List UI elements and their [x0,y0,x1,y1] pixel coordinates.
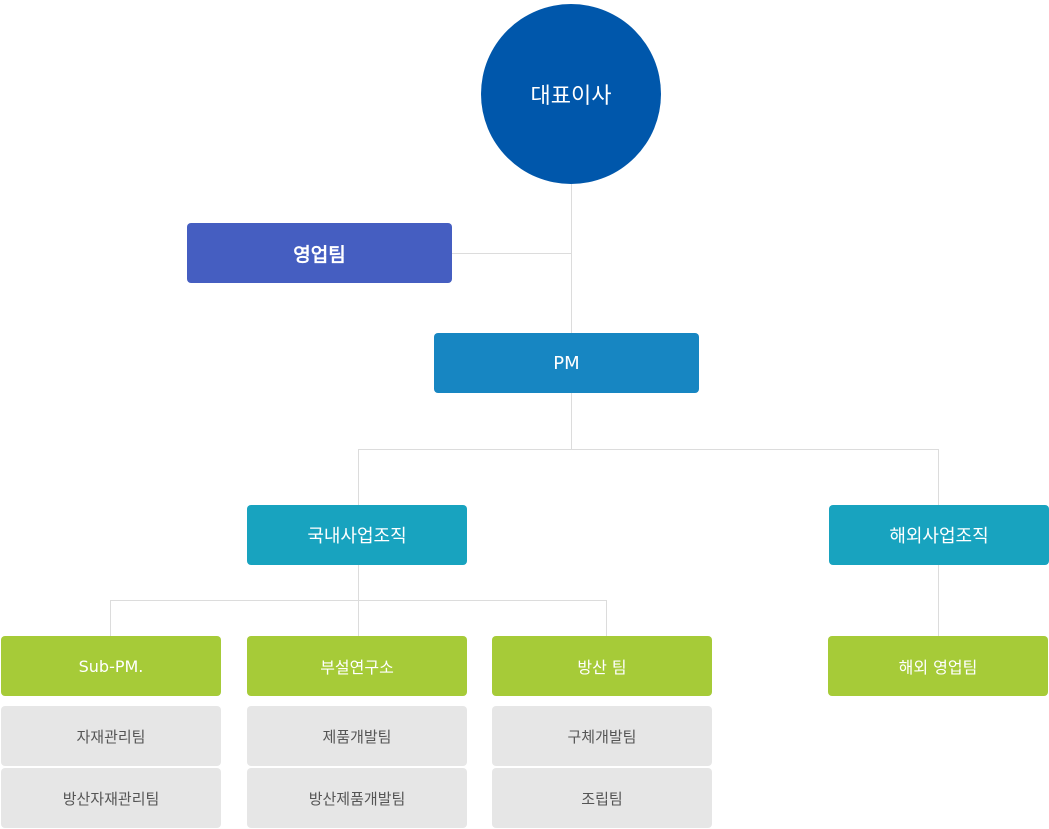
subteam-label: 방산자재관리팀 [62,789,160,808]
connector-domestic-up [358,449,359,505]
research-lab-label: 부설연구소 [320,658,394,677]
connector-ceo-to-pm [571,184,572,333]
subteam-node: 자재관리팀 [1,706,221,766]
subteam-node: 제품개발팀 [247,706,467,766]
overseas-sales-team-node: 해외 영업팀 [828,636,1048,696]
connector-divisions-horizontal [358,449,939,450]
subteam-node: 조립팀 [492,768,712,828]
subteam-label: 조립팀 [581,789,623,808]
subteam-label: 방산제품개발팀 [308,789,406,808]
connector-defense-up [606,600,607,636]
connector-overseas-up [938,449,939,505]
connector-sales [452,253,571,254]
pm-label: PM [553,352,580,374]
subteam-label: 구체개발팀 [567,727,637,746]
subteam-node: 방산자재관리팀 [1,768,221,828]
ceo-node: 대표이사 [481,4,661,184]
connector-overseas-down [938,565,939,636]
pm-node: PM [434,333,699,393]
overseas-division-node: 해외사업조직 [829,505,1049,565]
defense-team-node: 방산 팀 [492,636,712,696]
subteam-label: 제품개발팀 [322,727,392,746]
research-lab-node: 부설연구소 [247,636,467,696]
connector-pm-down [571,393,572,449]
sub-pm-team-label: Sub-PM. [78,656,144,676]
sub-pm-team-node: Sub-PM. [1,636,221,696]
overseas-division-label: 해외사업조직 [889,526,989,547]
domestic-division-node: 국내사업조직 [247,505,467,565]
connector-teams-horizontal [110,600,607,601]
connector-subpm-up [110,600,111,636]
sales-team-label: 영업팀 [293,243,346,266]
subteam-label: 자재관리팀 [76,727,146,746]
overseas-sales-team-label: 해외 영업팀 [898,658,978,677]
subteam-node: 방산제품개발팀 [247,768,467,828]
defense-team-label: 방산 팀 [577,658,627,677]
ceo-label: 대표이사 [530,84,612,109]
domestic-division-label: 국내사업조직 [307,526,407,547]
sales-team-node: 영업팀 [187,223,452,283]
subteam-node: 구체개발팀 [492,706,712,766]
